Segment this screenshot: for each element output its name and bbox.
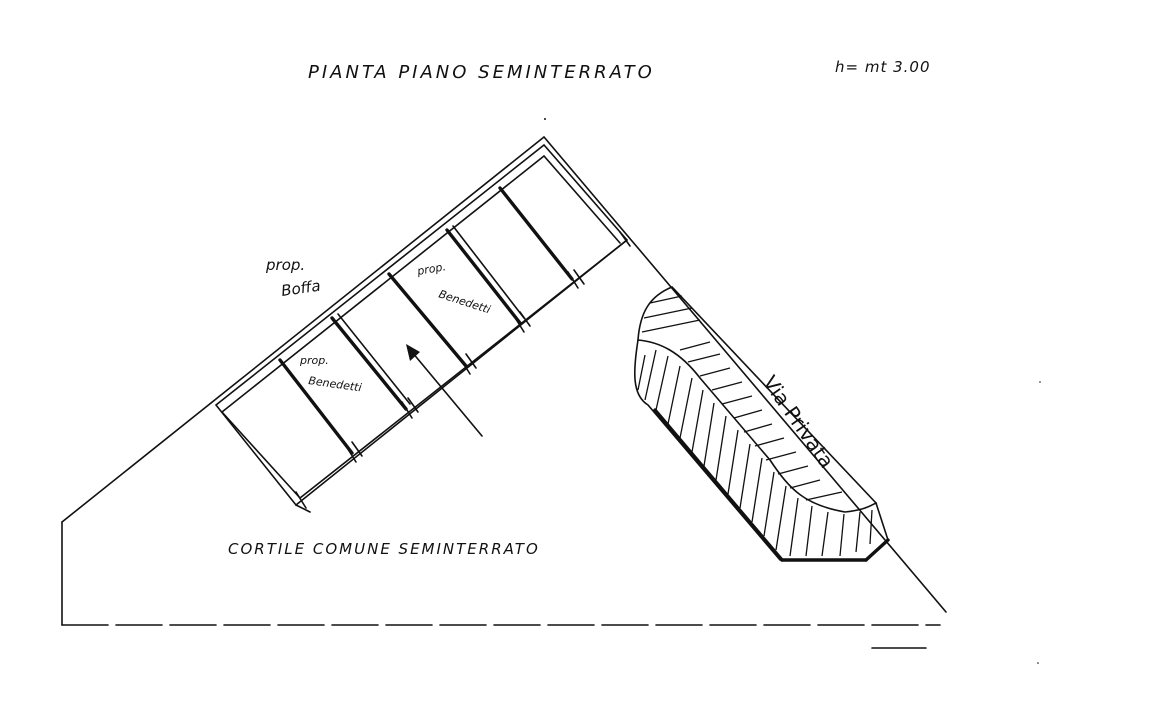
unit-a-name: Benedetti bbox=[308, 374, 363, 394]
ramp-hatched-area bbox=[634, 286, 890, 562]
height-annotation: h= mt 3.00 bbox=[835, 58, 931, 76]
unit-a-prefix: prop. bbox=[299, 354, 329, 367]
partition-walls bbox=[278, 186, 574, 455]
neighbor-label-prefix: prop. bbox=[265, 256, 305, 274]
unit-b-prefix: prop. bbox=[415, 260, 447, 278]
street-label: Via Privata bbox=[758, 371, 839, 472]
unit-b-name: Benedetti bbox=[437, 287, 492, 316]
site-outline bbox=[61, 118, 947, 649]
entry-arrow-icon bbox=[406, 344, 483, 437]
building-block bbox=[214, 143, 629, 513]
dimension-ticks bbox=[295, 231, 631, 509]
courtyard-label: CORTILE COMUNE SEMINTERRATO bbox=[228, 540, 540, 558]
neighbor-label-name: Boffa bbox=[280, 277, 322, 300]
plan-title: PIANTA PIANO SEMINTERRATO bbox=[308, 62, 655, 83]
